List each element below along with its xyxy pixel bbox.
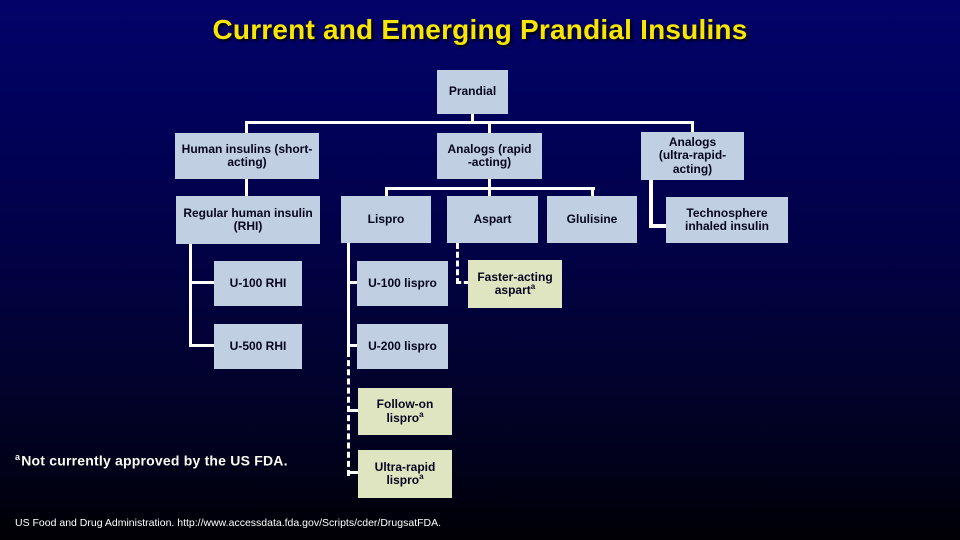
node-label: Ultra-rapid lisproa [374,459,436,487]
connector-to-lispro [385,187,388,196]
connector-aspart-trunk-dashed [456,243,459,284]
footnote-marker: a [419,472,424,481]
node-label: Glulisine [566,211,618,226]
connector-lispro-trunk-dashed [347,351,350,476]
footnote: aNot currently approved by the US FDA. [15,452,288,469]
node-ultra-rapid-lispro: Ultra-rapid lisproa [358,450,452,498]
connector-lispro-trunk [347,243,350,351]
node-analogs-rapid-acting: Analogs (rapid -acting) [437,133,542,179]
footnote-text: Not currently approved by the US FDA. [21,452,288,469]
connector-rhi-trunk [189,243,192,347]
node-u100-lispro: U-100 lispro [357,261,448,306]
node-technosphere-inhaled-insulin: Technosphere inhaled insulin [666,197,788,243]
connector-to-followon-lispro-dashed [347,409,359,412]
node-label: U-100 lispro [368,275,437,290]
slide-title: Current and Emerging Prandial Insulins [212,14,748,45]
node-label: Human insulins (short- acting) [181,141,313,169]
node-label: Aspart [473,211,512,226]
connector-to-u100-rhi [189,281,215,284]
node-u500-rhi: U-500 RHI [214,324,302,369]
connector-to-glulisine [591,187,594,196]
node-label: U-200 lispro [368,338,437,353]
node-analogs-ultra-rapid-acting: Analogs (ultra-rapid- acting) [641,132,744,180]
connector-to-analogs-ultra [691,121,694,132]
connector-level1-horizontal [245,121,694,124]
footnote-marker: a [15,452,21,462]
node-glulisine: Glulisine [547,196,637,243]
connector-to-ultrarapid-lispro-dashed [347,471,359,474]
footnote-marker: a [419,409,424,419]
node-u100-rhi: U-100 RHI [214,261,302,306]
connector-human-to-regular [245,179,248,196]
connector-to-faster-aspart-dashed [456,281,469,284]
node-label: Follow-on lisproa [376,397,434,425]
node-aspart: Aspart [447,196,538,243]
node-label: U-100 RHI [229,275,287,290]
connector-to-technosphere [649,224,666,228]
node-u200-lispro: U-200 lispro [357,324,448,369]
connector-to-human-insulins [245,121,248,133]
node-label: Analogs (rapid -acting) [447,141,532,169]
connector-prandial-down [471,114,474,123]
connector-to-u500-rhi [189,344,215,347]
node-follow-on-lispro: Follow-on lisproa [358,388,452,435]
node-lispro: Lispro [341,196,431,243]
node-label: Analogs (ultra-rapid- acting) [658,134,727,176]
footnote-marker: a [530,282,536,291]
node-prandial: Prandial [437,70,508,114]
connector-ultra-trunk [649,180,653,227]
node-label: Regular human insulin (RHI) [183,205,313,233]
connector-rapid-horizontal [386,187,595,190]
node-label: Faster-acting asparta [477,269,553,297]
node-label: Lispro [367,211,405,226]
node-regular-human-insulin: Regular human insulin (RHI) [176,196,320,244]
connector-to-u100-lispro [347,281,358,284]
connector-to-u200-lispro [347,344,358,347]
connector-to-analogs-rapid [488,121,491,133]
node-label: U-500 RHI [229,338,287,353]
citation: US Food and Drug Administration. http://… [15,517,442,529]
node-human-insulins-short-acting: Human insulins (short- acting) [175,133,319,179]
node-faster-acting-aspart: Faster-acting asparta [468,260,562,308]
node-label: Technosphere inhaled insulin [684,205,769,233]
node-label: Prandial [448,84,497,99]
